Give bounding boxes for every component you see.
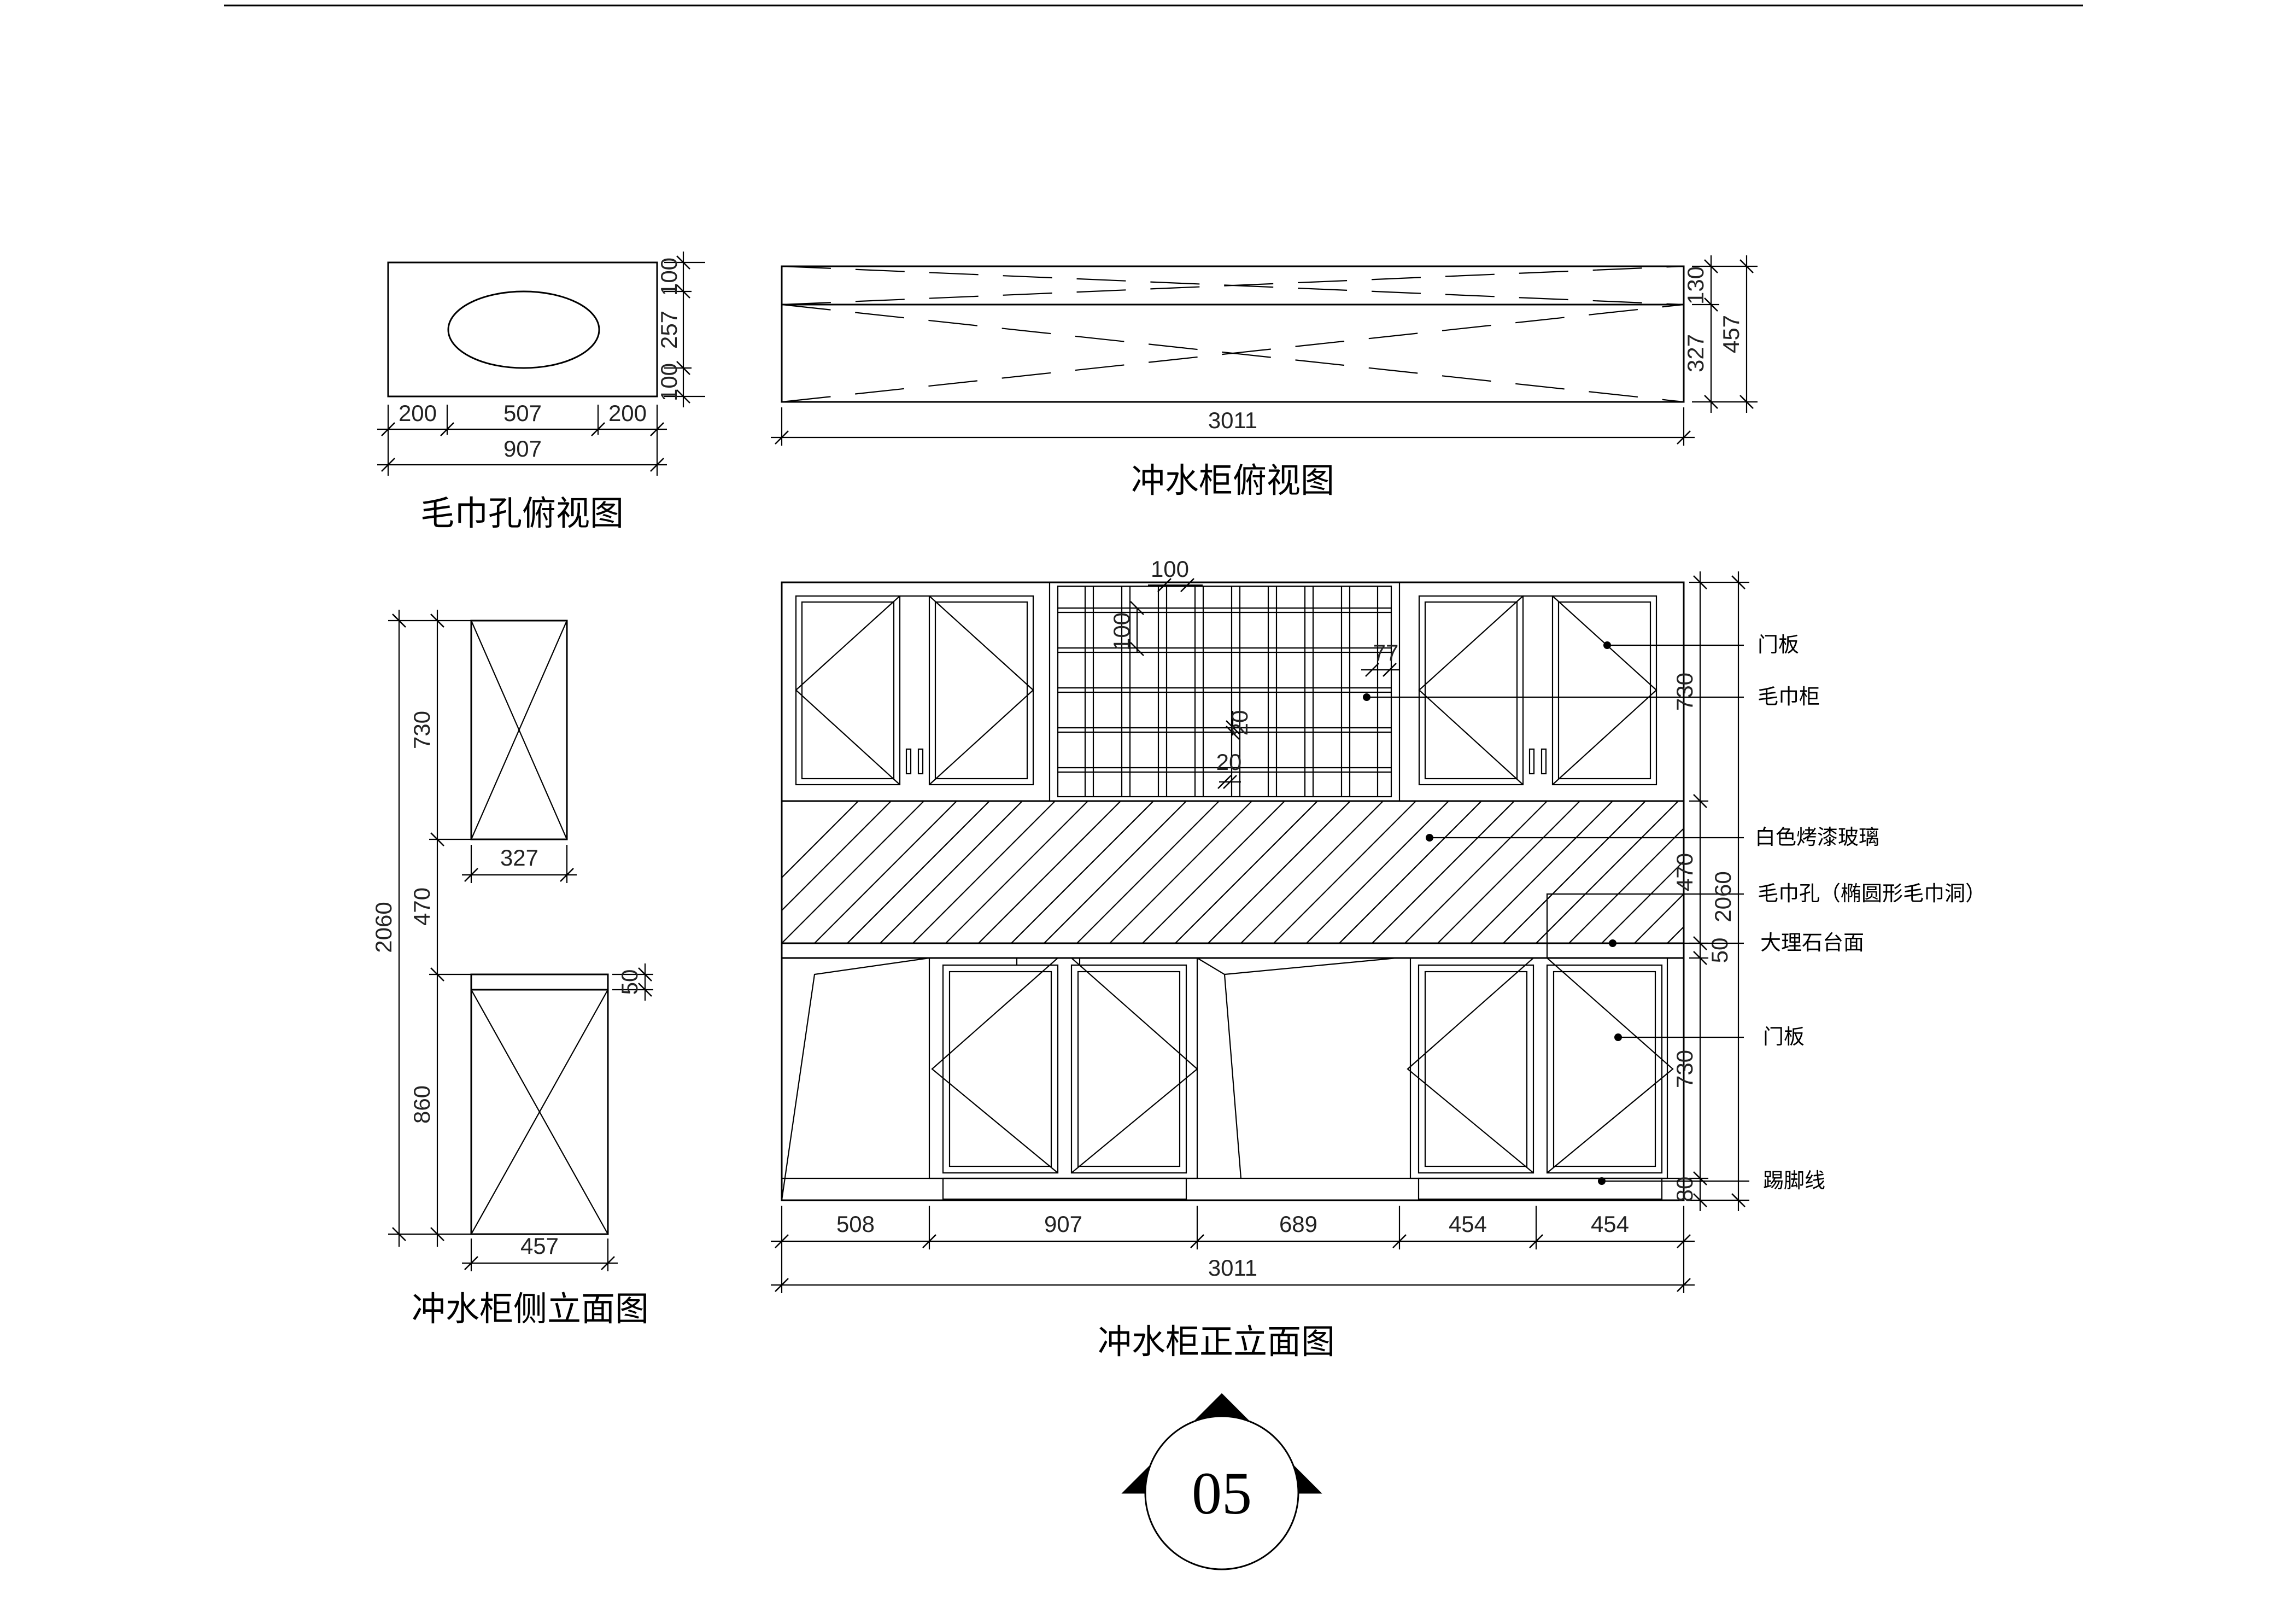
- leader-towel-cabinet: 毛巾柜: [1363, 685, 1820, 709]
- lower-right-doors: [1407, 957, 1674, 1200]
- dim-text: 470: [1672, 853, 1697, 891]
- dim-text: 457: [520, 1233, 559, 1259]
- dim-text: 2060: [1710, 871, 1736, 922]
- cabinet-side-elevation: 2060 730 470 860 327 50 457 冲水柜侧立面图: [371, 610, 653, 1329]
- dim-text: 257: [656, 311, 682, 349]
- dim-text: 130: [1683, 266, 1708, 305]
- sheet-number: 05: [1192, 1460, 1252, 1527]
- dim-text: 327: [500, 845, 538, 871]
- dim-text: 100: [656, 363, 682, 401]
- dim-text: 907: [1044, 1211, 1082, 1237]
- label-towel-hole: 毛巾孔（椭圆形毛巾洞）: [1758, 881, 1986, 906]
- sheet-number-marker: 05: [1121, 1393, 1322, 1570]
- dim-text: 689: [1279, 1211, 1317, 1237]
- leader-kickboard: 踢脚线: [1598, 1169, 1825, 1193]
- side-lower-cabinet: [470, 973, 609, 1235]
- drawing-title: 冲水柜正立面图: [1098, 1322, 1335, 1362]
- leader-door-upper: 门板: [1603, 633, 1799, 657]
- dim-text: 100: [1151, 556, 1189, 582]
- dim-text: 50: [1707, 938, 1732, 963]
- drawing-title: 冲水柜侧立面图: [412, 1289, 649, 1329]
- leader-white-glass: 白色烤漆玻璃: [1426, 825, 1879, 849]
- label-towel-cabinet: 毛巾柜: [1758, 685, 1820, 709]
- dim-text: 730: [1672, 1050, 1697, 1088]
- towel-hole-ellipse: [447, 290, 600, 369]
- label-kickboard: 踢脚线: [1763, 1169, 1825, 1193]
- side-upper-cabinet: [470, 620, 568, 840]
- white-glass-hatch: [782, 801, 1684, 943]
- dim-text: 470: [409, 887, 435, 926]
- cabinet-front-elevation: 100 100 77 20 20 730 470 2: [771, 556, 1986, 1362]
- dim-text: 100: [656, 258, 682, 296]
- lower-left-doors: [928, 957, 1198, 1200]
- towel-hole-board-outline: [387, 261, 658, 398]
- dim-text: 508: [836, 1211, 875, 1237]
- towel-hole-marker: [1546, 893, 1744, 958]
- upper-right-doors: [1418, 595, 1657, 786]
- label-marble-top: 大理石台面: [1760, 931, 1864, 955]
- cabinet-top-view: 3011 130 327 457 冲水柜俯视图: [771, 255, 1758, 500]
- label-white-glass: 白色烤漆玻璃: [1755, 825, 1879, 849]
- dim-text: 200: [399, 400, 437, 426]
- towel-cabinet-grid: [1049, 581, 1401, 802]
- dim-text: 100: [1109, 612, 1134, 651]
- dim-text: 507: [503, 400, 542, 426]
- dim-text: 2060: [371, 902, 396, 953]
- dim-text: 860: [409, 1085, 435, 1124]
- dim-text: 730: [409, 711, 435, 749]
- leader-door-lower: 门板: [1614, 1025, 1805, 1049]
- dim-text: 327: [1683, 334, 1708, 372]
- towel-hole-top-view: 200 507 200 907 100 257 100 毛巾孔俯视图: [377, 252, 705, 533]
- dim-text: 907: [503, 436, 542, 462]
- dim-text: 50: [617, 969, 642, 995]
- countertop-outline: [781, 265, 1685, 403]
- drawing-title: 毛巾孔俯视图: [420, 493, 624, 533]
- dim-text: 200: [608, 400, 647, 426]
- dim-text: 3011: [1208, 407, 1257, 433]
- dim-text: 457: [1718, 315, 1744, 353]
- drawing-title: 冲水柜俯视图: [1131, 460, 1334, 500]
- dim-text: 730: [1672, 673, 1697, 711]
- upper-left-doors: [795, 595, 1034, 786]
- dim-text: 454: [1449, 1211, 1487, 1237]
- dim-text: 20: [1216, 749, 1242, 775]
- dim-text: 80: [1672, 1177, 1697, 1202]
- dim-text: 20: [1227, 710, 1252, 736]
- label-door-lower: 门板: [1763, 1025, 1805, 1049]
- leader-marble-top: 大理石台面: [1609, 931, 1864, 955]
- dim-text: 77: [1373, 640, 1399, 665]
- dim-text: 454: [1591, 1211, 1629, 1237]
- dim-text: 3011: [1208, 1255, 1257, 1281]
- label-door-upper: 门板: [1758, 633, 1799, 657]
- front-outline: [781, 581, 1685, 1201]
